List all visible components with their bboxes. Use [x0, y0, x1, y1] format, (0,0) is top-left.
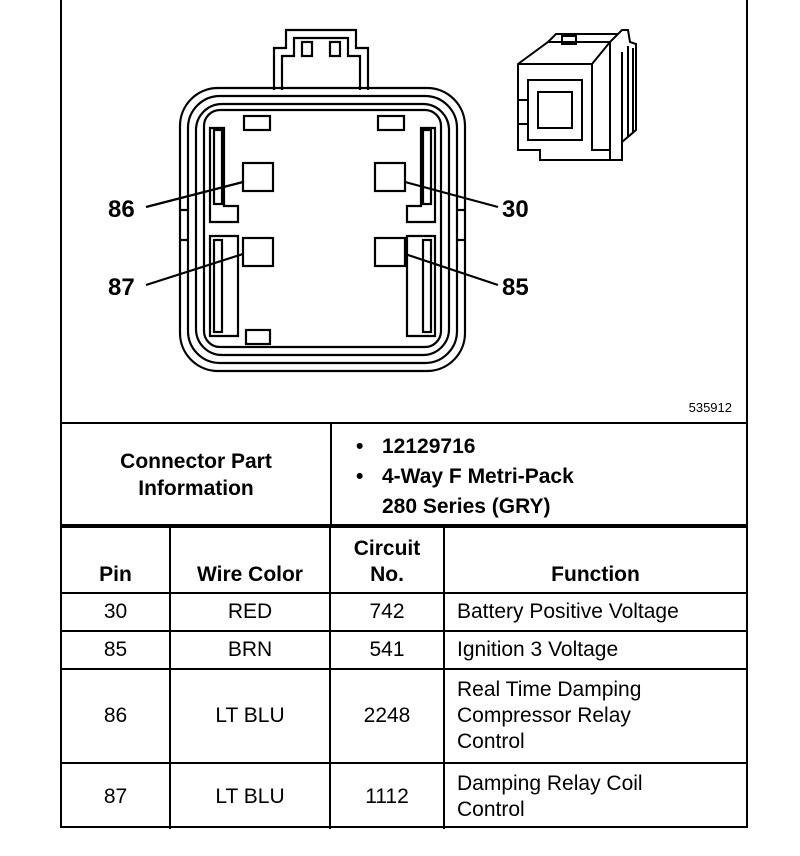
pin-table: Pin Wire Color Circuit No. Function 30 R… — [62, 524, 746, 829]
header-wire-color: Wire Color — [169, 524, 331, 594]
cell-pin: 87 — [62, 762, 171, 829]
info-part-number: 12129716 — [352, 432, 574, 462]
cell-wire-color: LT BLU — [169, 668, 331, 764]
cell-pin: 86 — [62, 668, 171, 764]
table-row: 85 BRN 541 Ignition 3 Voltage — [62, 630, 746, 670]
connector-face-drawing — [145, 28, 637, 373]
header-circuit-line1: Circuit — [353, 537, 421, 560]
cell-function: Battery Positive Voltage — [443, 592, 746, 632]
cell-pin: 30 — [62, 592, 171, 632]
table-row: 30 RED 742 Battery Positive Voltage — [62, 592, 746, 632]
cell-wire-color: RED — [169, 592, 331, 632]
cell-function-line2: Compressor Relay — [457, 704, 631, 727]
header-pin: Pin — [62, 524, 171, 594]
cell-circuit: 2248 — [329, 668, 445, 764]
pin-label-30: 30 — [502, 196, 529, 223]
header-circuit-line2: No. — [370, 563, 404, 586]
pin-table-header-row: Pin Wire Color Circuit No. Function — [62, 524, 746, 594]
cell-circuit: 1112 — [329, 762, 445, 829]
cell-pin: 85 — [62, 630, 171, 670]
cell-function-line1: Real Time Damping — [457, 678, 642, 701]
info-label-line2: Information — [138, 477, 254, 500]
cell-function-line3: Control — [457, 730, 525, 753]
info-connector-type-line2: 280 Series (GRY) — [382, 495, 551, 518]
connector-iso-icon — [517, 29, 637, 161]
pin-label-87: 87 — [108, 274, 135, 301]
table-row: 86 LT BLU 2248 Real Time Damping Compres… — [62, 668, 746, 764]
info-connector-type: 4-Way F Metri-Pack 280 Series (GRY) — [352, 462, 574, 522]
info-label: Connector Part Information — [62, 424, 332, 526]
pin-label-85: 85 — [502, 274, 529, 301]
header-circuit: Circuit No. — [329, 524, 445, 594]
cell-wire-color: LT BLU — [169, 762, 331, 829]
cell-circuit: 541 — [329, 630, 445, 670]
header-function: Function — [443, 524, 746, 594]
cell-function-line2: Control — [457, 797, 525, 821]
cell-function-line1: Damping Relay Coil — [457, 771, 643, 795]
cell-wire-color: BRN — [169, 630, 331, 670]
cell-function: Ignition 3 Voltage — [443, 630, 746, 670]
cell-function: Damping Relay Coil Control — [443, 762, 746, 829]
cell-circuit: 742 — [329, 592, 445, 632]
connector-part-info: Connector Part Information 12129716 4-Wa… — [62, 422, 746, 528]
info-label-line1: Connector Part — [120, 450, 272, 473]
pin-label-86: 86 — [108, 196, 135, 223]
table-row: 87 LT BLU 1112 Damping Relay Coil Contro… — [62, 762, 746, 829]
connector-sheet: 86 87 30 85 535912 Connector Part Inform… — [60, 0, 748, 829]
cell-function: Real Time Damping Compressor Relay Contr… — [443, 668, 746, 764]
cell-function-line1: Battery Positive Voltage — [457, 600, 679, 623]
figure-number: 535912 — [688, 400, 732, 415]
info-connector-type-line1: 4-Way F Metri-Pack — [382, 465, 574, 488]
cell-function-line1: Ignition 3 Voltage — [457, 638, 619, 661]
info-list: 12129716 4-Way F Metri-Pack 280 Series (… — [352, 432, 574, 522]
connector-diagram: 86 87 30 85 535912 — [62, 0, 746, 422]
